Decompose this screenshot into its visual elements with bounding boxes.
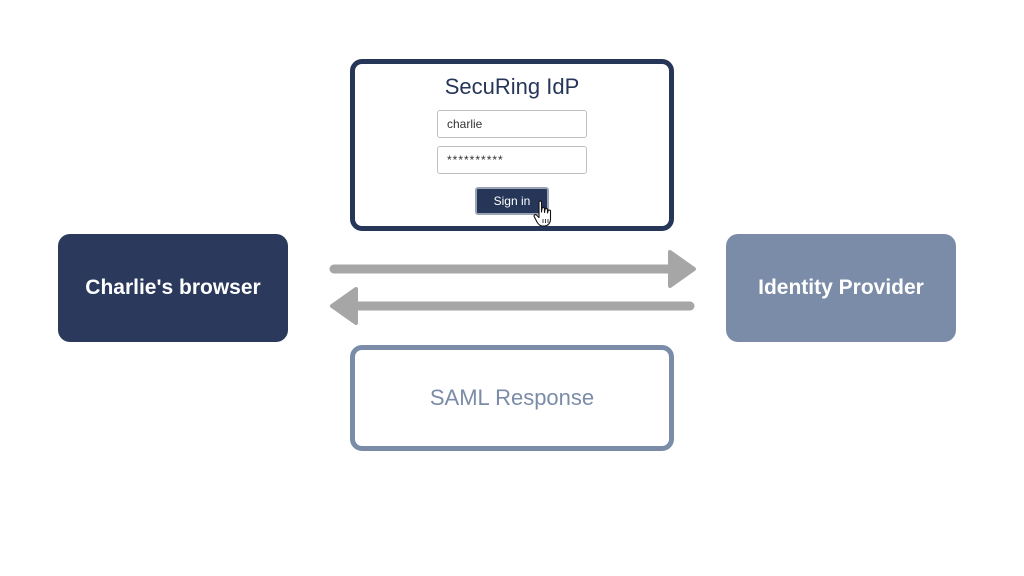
hand-pointer-icon bbox=[533, 200, 552, 227]
password-input[interactable]: ********** bbox=[437, 146, 587, 174]
saml-response-label: SAML Response bbox=[429, 385, 595, 410]
sign-in-button[interactable]: Sign in bbox=[475, 187, 549, 215]
identity-provider-node: Identity Provider bbox=[726, 234, 956, 342]
username-input[interactable]: charlie bbox=[437, 110, 587, 138]
arrow-to-browser bbox=[330, 287, 695, 325]
arrow-to-idp bbox=[329, 250, 696, 288]
browser-node: Charlie's browser bbox=[58, 234, 288, 342]
browser-node-label: Charlie's browser bbox=[85, 276, 261, 299]
idp-login-card: SecuRing IdP charlie ********** Sign in bbox=[350, 59, 674, 231]
saml-response-box: SAML Response bbox=[350, 345, 674, 451]
identity-provider-node-label: Identity Provider bbox=[758, 276, 924, 299]
login-title: SecuRing IdP bbox=[444, 74, 580, 99]
